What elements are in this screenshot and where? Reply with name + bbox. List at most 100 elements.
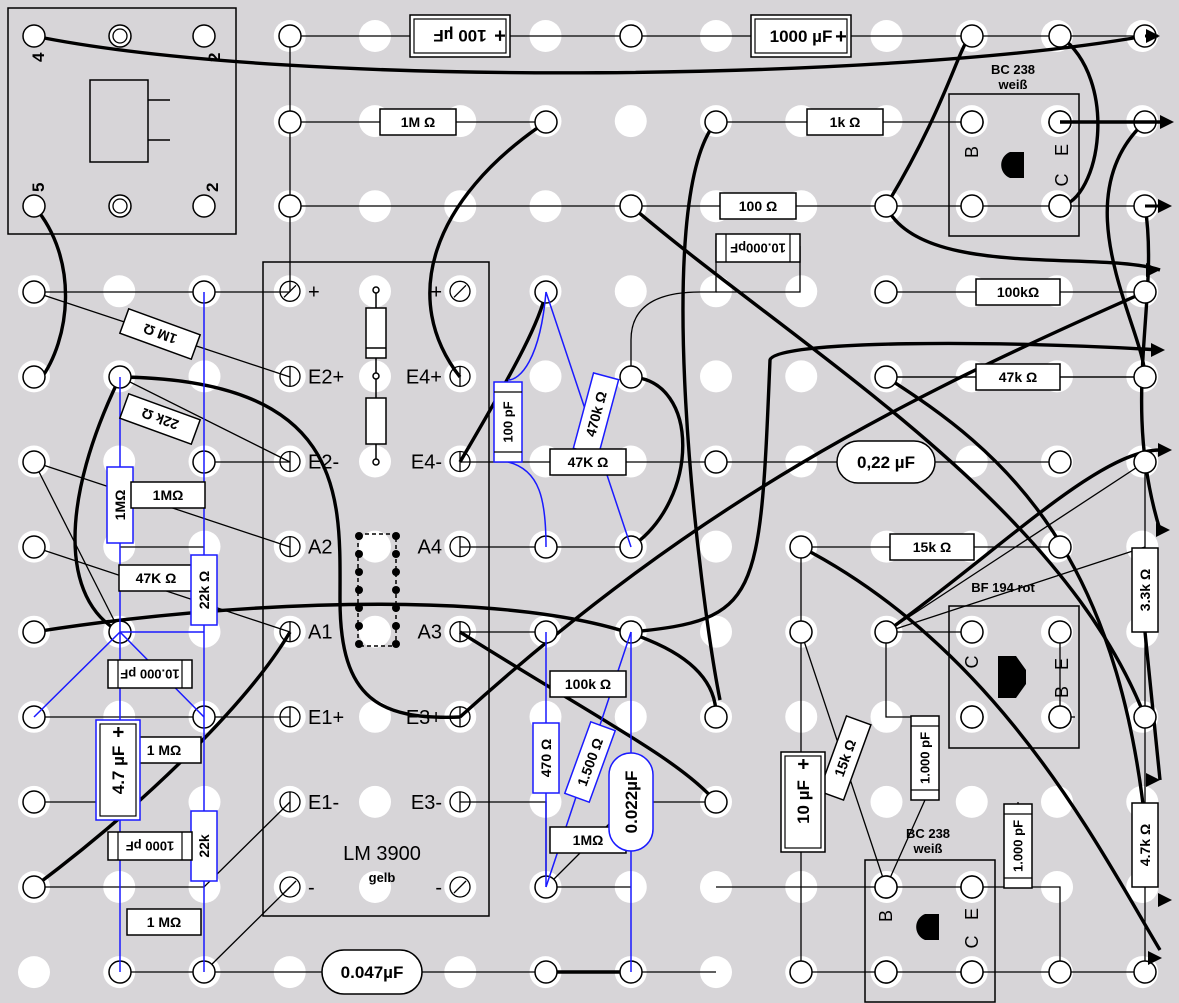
solder-pad [789, 960, 813, 984]
solder-pad [1048, 24, 1072, 48]
resistor: 0,22 µF [836, 440, 936, 484]
board-hole [359, 871, 391, 903]
resistor: 10.000pF [715, 233, 801, 263]
wire [73, 376, 122, 634]
ic-pin-label: - [308, 877, 315, 899]
svg-text:100 pF: 100 pF [501, 401, 516, 442]
ic-pin-label: + [308, 281, 320, 303]
solder-pad [22, 535, 46, 559]
solder-pad [22, 24, 46, 48]
solder-pad [22, 194, 46, 218]
resistor: 3.3k Ω [1131, 547, 1159, 633]
solder-pad [960, 24, 984, 48]
svg-text:1MΩ: 1MΩ [112, 490, 128, 521]
solder-pad [704, 790, 728, 814]
board-hole [614, 105, 647, 138]
jumper-wire [507, 461, 547, 548]
resistor: 22k Ω [190, 554, 218, 626]
svg-text:1 MΩ: 1 MΩ [147, 914, 182, 930]
socket-dot [355, 532, 363, 540]
solder-pad [278, 194, 302, 218]
resistor: 100kΩ [975, 278, 1061, 306]
solder-pad [22, 790, 46, 814]
ic-pin-label: E1- [308, 792, 339, 814]
svg-text:100kΩ: 100kΩ [997, 284, 1039, 300]
ic-pin-label: E4- [411, 452, 442, 474]
svg-text:weiß: weiß [913, 841, 943, 856]
resistor: 4.7 µF+ [95, 719, 141, 821]
ic-pin-label: E4+ [406, 366, 442, 388]
board-hole [870, 785, 903, 818]
ic-pin-label: E2+ [308, 366, 344, 388]
ic-pin-label: A1 [308, 622, 332, 644]
solder-pad [1133, 365, 1157, 389]
resistor: 15k Ω [818, 715, 872, 801]
arrow-icon [1148, 951, 1162, 965]
svg-text:C: C [962, 936, 982, 949]
resistor: 100 µF+ [409, 14, 511, 58]
board-hole [359, 530, 391, 563]
ic-name: LM 3900 [343, 843, 421, 865]
solder-pad [704, 450, 728, 474]
wire [800, 545, 1162, 951]
wire [458, 290, 1146, 719]
ic-pin-label: - [435, 877, 442, 899]
wire [972, 886, 1061, 972]
wire [885, 448, 1161, 634]
socket-dot [355, 622, 363, 630]
wire [629, 204, 1147, 718]
wire [630, 341, 1161, 634]
wire [203, 886, 291, 973]
board-hole [359, 615, 391, 648]
solder-pad [874, 365, 898, 389]
solder-pad [192, 194, 216, 218]
svg-text:10 µF: 10 µF [794, 780, 813, 824]
board-hole [955, 785, 988, 818]
resistor: 100 pF [493, 381, 523, 463]
wire [885, 546, 1146, 633]
svg-text:47k Ω: 47k Ω [999, 369, 1037, 385]
jumper-wire [507, 291, 547, 381]
resistor: 10 µF+ [780, 751, 826, 853]
solder-pad [22, 875, 46, 899]
solder-pad [874, 280, 898, 304]
wire [428, 120, 547, 379]
resistor: 1.000 pF [910, 715, 940, 801]
ic-pin-label: E3- [411, 792, 442, 814]
wire [1058, 34, 1100, 208]
resistor: 1000 pF [107, 831, 193, 861]
ic-pin-label: + [430, 281, 442, 303]
arrow-icon [1158, 443, 1172, 457]
wire [33, 602, 718, 718]
svg-text:1 MΩ: 1 MΩ [147, 742, 182, 758]
board-hole [103, 275, 136, 308]
solder-pad [278, 110, 302, 134]
svg-text:100 µF: 100 µF [433, 26, 486, 45]
resistor: 4.7k Ω [1131, 802, 1159, 888]
svg-text:1k Ω: 1k Ω [830, 114, 861, 130]
solder-pad [1133, 705, 1157, 729]
solder-pad [619, 194, 643, 218]
socket-dot [355, 640, 363, 648]
solder-pad [22, 280, 46, 304]
resistor: 22k [190, 810, 218, 882]
solder-pad [278, 24, 302, 48]
ic-pin-label: A3 [418, 622, 442, 644]
module-pin-5: 5 [29, 183, 48, 192]
solder-pad [192, 24, 216, 48]
board-hole [700, 615, 732, 648]
solder-pad [789, 620, 813, 644]
solder-pad [1048, 535, 1072, 559]
ic-pin-label: E1+ [308, 707, 344, 729]
arrow-icon [1158, 893, 1172, 907]
arrow-icon [1146, 263, 1160, 277]
socket-dot [392, 550, 400, 558]
solder-pad [1048, 450, 1072, 474]
wire [630, 375, 685, 549]
solder-pad [1048, 960, 1072, 984]
svg-text:1MΩ: 1MΩ [153, 487, 184, 503]
